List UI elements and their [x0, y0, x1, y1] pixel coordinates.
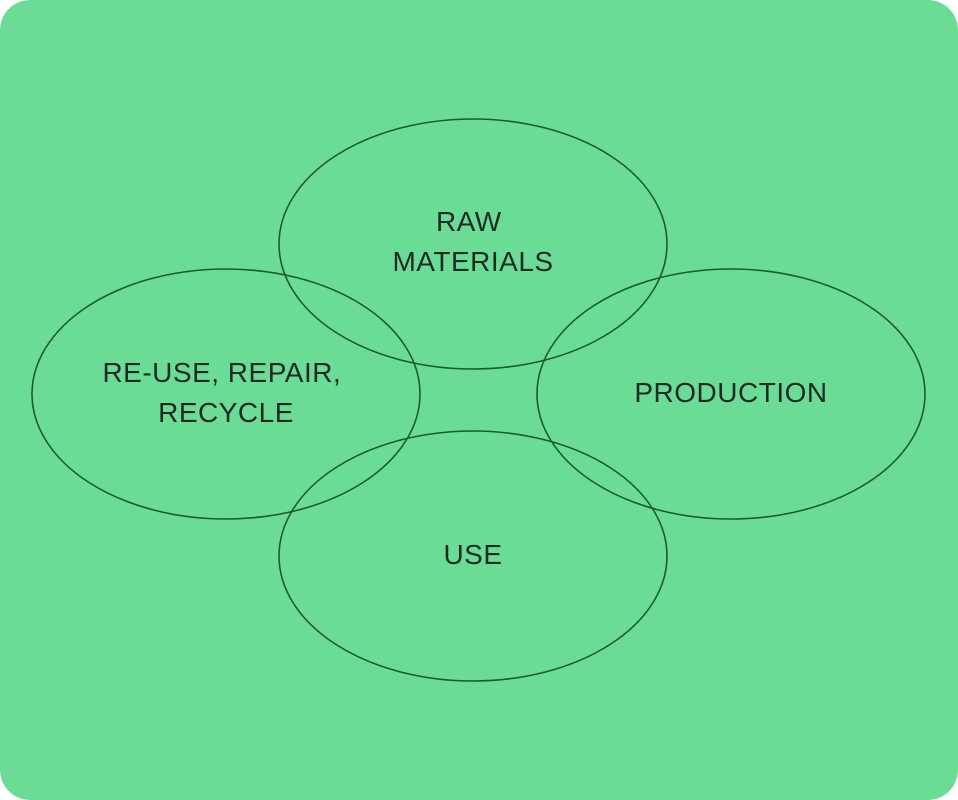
node-raw-materials: RAW MATERIALS	[278, 118, 668, 370]
node-use-label: USE	[443, 539, 502, 570]
node-production: PRODUCTION	[536, 268, 926, 520]
node-raw-materials-label: RAW MATERIALS	[392, 206, 553, 277]
node-re-use-repair-recycle-label: RE-USE, REPAIR, RECYCLE	[102, 357, 349, 428]
node-use-ellipse	[278, 430, 668, 682]
node-raw-materials-line-1: RAW	[436, 206, 502, 237]
node-re-use-repair-recycle-ellipse	[31, 268, 421, 520]
node-production-label: PRODUCTION	[634, 377, 827, 408]
node-re-use-repair-recycle: RE-USE, REPAIR, RECYCLE	[31, 268, 421, 520]
node-use-line-1: USE	[443, 539, 502, 570]
node-production-line-1: PRODUCTION	[634, 377, 827, 408]
node-re-use-repair-recycle-line-2: RECYCLE	[158, 397, 294, 428]
node-re-use-repair-recycle-line-1: RE-USE, REPAIR,	[102, 357, 341, 388]
node-use: USE	[278, 430, 668, 682]
node-production-ellipse	[536, 268, 926, 520]
node-raw-materials-ellipse	[278, 118, 668, 370]
node-raw-materials-line-2: MATERIALS	[392, 246, 553, 277]
